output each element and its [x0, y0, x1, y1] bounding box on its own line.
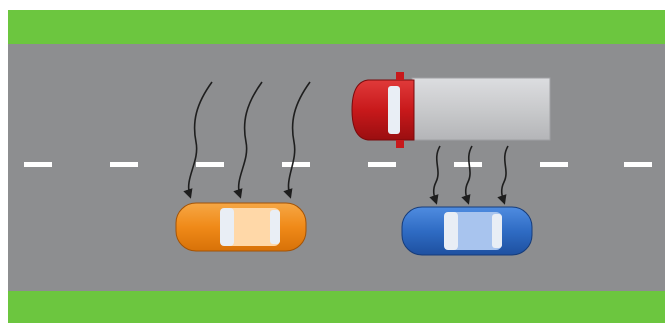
car-icon — [176, 203, 306, 251]
road-surface — [8, 44, 665, 291]
truck-icon — [352, 72, 550, 148]
lane-dash — [368, 162, 396, 167]
truck-mirror — [396, 140, 404, 148]
lane-dash — [282, 162, 310, 167]
lane-dash — [196, 162, 224, 167]
lane-dash — [454, 162, 482, 167]
orange-car-windshield — [220, 208, 234, 246]
truck-cargo-box — [412, 78, 550, 140]
lane-dash — [624, 162, 652, 167]
truck-cab — [352, 80, 414, 140]
grass-bottom — [8, 291, 665, 323]
orange-car-rear-window — [270, 210, 280, 244]
lane-dash — [24, 162, 52, 167]
truck-mirror — [396, 72, 404, 80]
truck-windshield — [388, 86, 400, 134]
lane-dash — [110, 162, 138, 167]
lane-dash — [540, 162, 568, 167]
grass-top — [8, 10, 665, 44]
car-icon — [402, 207, 532, 255]
blue-car-rear-window — [492, 214, 502, 248]
blue-car-windshield — [444, 212, 458, 250]
